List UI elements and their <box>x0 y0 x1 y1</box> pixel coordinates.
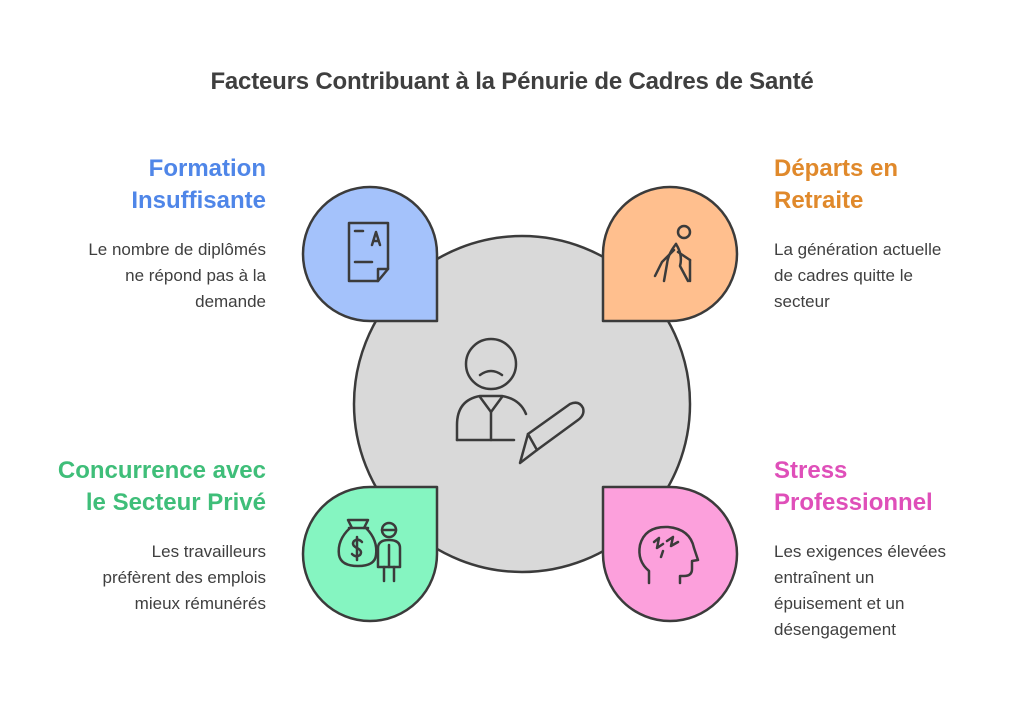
concurrence-desc-line2: préfèrent des emplois <box>102 568 266 587</box>
formation-heading: Formation Insuffisante <box>26 153 266 217</box>
stress-desc-line3: épuisement et un <box>774 594 905 613</box>
stress-heading-line1: Stress <box>774 457 848 484</box>
departs-desc-line3: secteur <box>774 292 830 311</box>
stressed-head-icon <box>638 525 700 585</box>
stress-shape <box>601 485 739 623</box>
concurrence-heading-line1: Concurrence avec <box>57 457 266 484</box>
concurrence-desc-line1: Les travailleurs <box>151 542 266 561</box>
concurrence-heading: Concurrence avec le Secteur Privé <box>26 455 266 519</box>
formation-heading-line1: Formation <box>148 155 266 182</box>
concurrence-desc-line3: mieux rémunérés <box>134 594 266 613</box>
concurrence-block: Concurrence avec le Secteur Privé Les tr… <box>26 455 266 617</box>
page-title: Facteurs Contribuant à la Pénurie de Cad… <box>210 68 814 95</box>
concurrence-heading-line2: le Secteur Privé <box>85 489 266 516</box>
departs-desc-line1: La génération actuelle <box>774 240 942 259</box>
departs-desc-line2: de cadres quitte le <box>774 266 913 285</box>
exam-paper-icon <box>347 221 390 283</box>
formation-desc-line3: demande <box>195 292 266 311</box>
stress-desc-line2: entraînent un <box>774 568 875 587</box>
departs-heading-line2: Retraite <box>774 187 864 214</box>
departs-heading: Départs en Retraite <box>774 153 1014 217</box>
departs-block: Départs en Retraite La génération actuel… <box>774 153 1014 315</box>
formation-block: Formation Insuffisante Le nombre de dipl… <box>26 153 266 315</box>
money-bag-worker-icon <box>337 518 402 583</box>
formation-heading-line2: Insuffisante <box>131 187 266 214</box>
stress-block: Stress Professionnel Les exigences élevé… <box>774 455 1014 643</box>
stress-heading-line2: Professionnel <box>774 489 933 516</box>
departs-description: La génération actuelle de cadres quitte … <box>774 237 1014 315</box>
departs-heading-line1: Départs en <box>774 155 899 182</box>
concurrence-shape <box>301 485 439 623</box>
formation-shape <box>301 185 439 323</box>
walking-person-icon <box>653 224 692 283</box>
formation-desc-line2: ne répond pas à la <box>125 266 266 285</box>
stress-heading: Stress Professionnel <box>774 455 1014 519</box>
sad-person-with-pencil-icon <box>455 337 585 465</box>
concurrence-description: Les travailleurs préfèrent des emplois m… <box>26 539 266 617</box>
formation-description: Le nombre de diplômés ne répond pas à la… <box>26 237 266 315</box>
formation-desc-line1: Le nombre de diplômés <box>88 240 266 259</box>
stress-desc-line1: Les exigences élevées <box>774 542 947 561</box>
stress-desc-line4: désengagement <box>774 620 896 639</box>
stress-description: Les exigences élevées entraînent un épui… <box>774 539 1014 643</box>
